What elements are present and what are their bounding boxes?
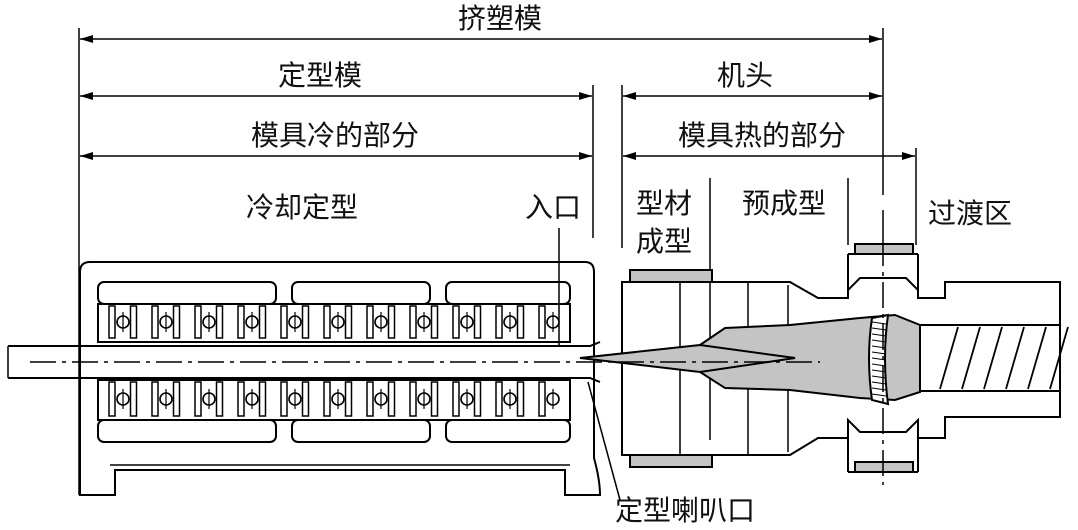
- label-hot-part: 模具热的部分: [678, 119, 846, 152]
- label-profile-forming-2: 成型: [636, 225, 692, 258]
- screw-flights: [939, 326, 1069, 390]
- label-inlet: 入口: [525, 191, 581, 224]
- label-preforming: 预成型: [742, 187, 826, 220]
- bell-mouth-leader: [587, 381, 621, 501]
- vacuum-slots: [108, 305, 560, 417]
- calibration-die-body: [79, 261, 602, 496]
- label-cooling-calibration: 冷却定型: [246, 191, 358, 224]
- dimension-lines: [78, 28, 917, 495]
- label-die-head: 机头: [717, 59, 773, 92]
- label-extrusion-die: 挤塑模: [458, 2, 542, 35]
- label-calibration-die: 定型模: [278, 59, 362, 92]
- label-calibration-bell-mouth: 定型喇叭口: [615, 494, 755, 527]
- label-transition-zone: 过渡区: [928, 197, 1012, 230]
- label-cold-part: 模具冷的部分: [251, 119, 419, 152]
- mandrel-tip: [579, 343, 796, 374]
- breaker-plate: [868, 313, 890, 406]
- extruded-profile: [7, 341, 601, 383]
- label-profile-forming-1: 型材: [636, 187, 692, 220]
